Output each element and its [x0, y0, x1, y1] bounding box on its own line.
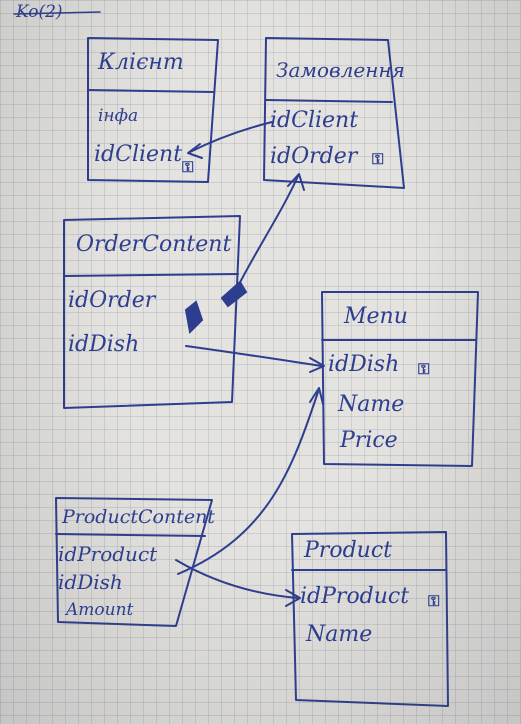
field-menu-iddish: idDish [328, 352, 400, 377]
field-order-idorder: idOrder [270, 144, 358, 169]
primary-key-icon: ⚿ [418, 360, 430, 378]
field-productcontent-amount: Amount [66, 600, 134, 620]
relation-ordercontent-menu [185, 345, 325, 373]
entity-title-order: Замовлення [276, 58, 405, 82]
field-client-idclient: idClient [94, 142, 183, 167]
entity-box-client [87, 37, 219, 183]
entity-box-product-content [55, 497, 213, 627]
field-client-info: інфа [98, 106, 139, 126]
relation-productcontent-product [175, 559, 301, 607]
field-product-idproduct: idProduct [300, 584, 410, 609]
field-ordercontent-idorder: idOrder [68, 288, 156, 313]
field-ordercontent-iddish: idDish [68, 332, 140, 357]
primary-key-icon: ⚿ [428, 592, 440, 610]
field-productcontent-idproduct: idProduct [58, 542, 158, 566]
field-product-name: Name [306, 622, 373, 647]
entity-box-product [291, 531, 449, 707]
corner-strike [13, 11, 101, 15]
field-menu-price: Price [340, 428, 398, 453]
primary-key-icon: ⚿ [372, 150, 384, 168]
entity-title-order-content: OrderContent [76, 232, 232, 257]
entity-box-menu [321, 291, 479, 467]
entity-title-product: Product [304, 538, 392, 563]
entity-title-client: Клієнт [98, 50, 184, 75]
entity-title-product-content: ProductContent [62, 506, 215, 528]
relation-productcontent-menu [177, 387, 324, 575]
field-menu-name: Name [338, 392, 405, 417]
relation-order-client [187, 121, 273, 159]
entity-title-menu: Menu [344, 304, 408, 329]
entity-box-order-content [63, 215, 241, 409]
primary-key-icon: ⚿ [182, 158, 194, 176]
corner-note: Ko(2) [16, 2, 63, 22]
field-productcontent-iddish: idDish [58, 570, 123, 594]
relation-ordercontent-order [184, 173, 305, 335]
entity-box-order [263, 37, 405, 189]
field-order-idclient: idClient [270, 108, 359, 133]
